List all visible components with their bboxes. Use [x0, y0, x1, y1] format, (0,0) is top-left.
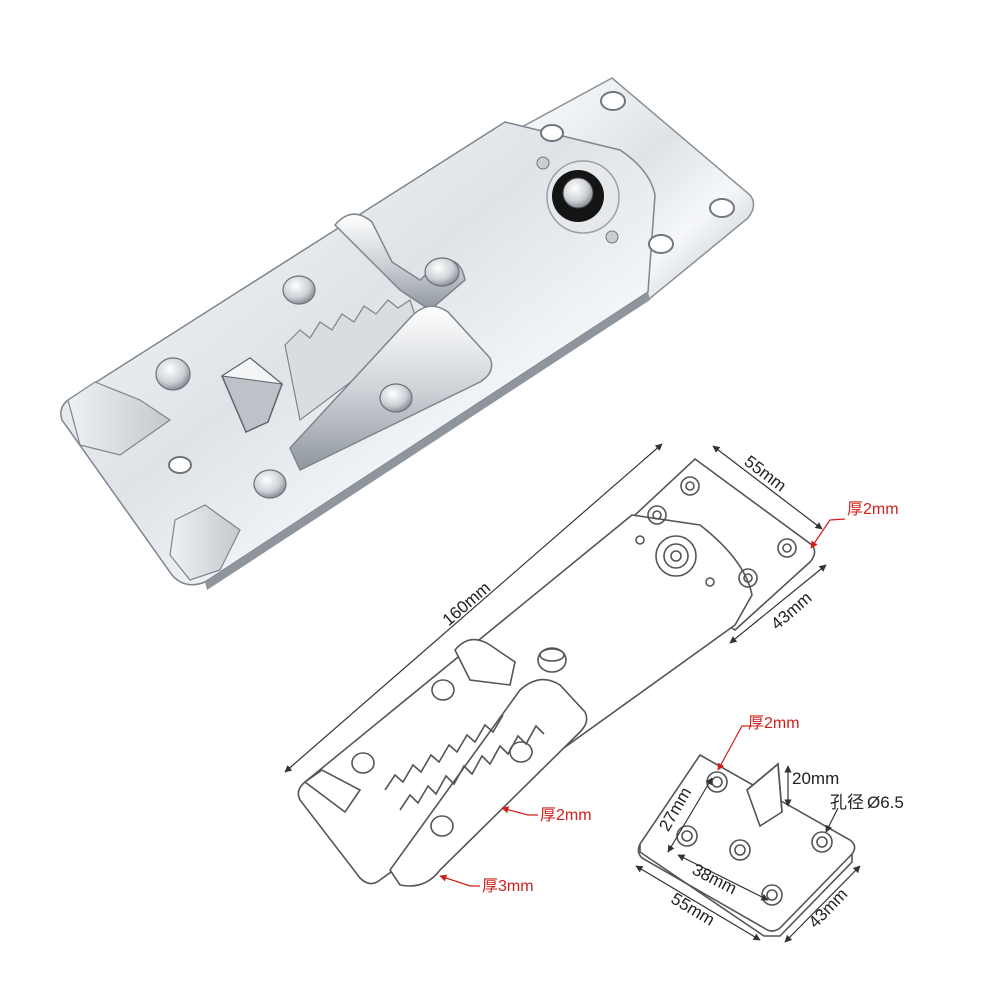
thickness-callouts [439, 518, 846, 887]
small-thickness: 厚2mm [748, 715, 800, 732]
dim-line-length [284, 443, 663, 773]
callout-tip-thickness: 厚3mm [482, 878, 534, 895]
small-plate-dimensions [635, 765, 861, 943]
drawing-tip-left [303, 769, 362, 814]
photo-hook-tip-bottom [169, 504, 241, 581]
small-spike-height: 20mm [792, 769, 839, 788]
callout-hook-thickness: 厚2mm [540, 807, 592, 824]
small-hole-diameter: Ø6.5 [867, 793, 904, 812]
pivot-rivet [536, 156, 620, 244]
photo-holes [168, 91, 735, 474]
small-hole-label: 孔径 [830, 793, 864, 812]
dim-length: 160mm [439, 578, 494, 630]
photo-hook-tip-left [67, 381, 172, 456]
dim-top-width: 55mm [741, 452, 790, 496]
dim-line-top-height [729, 564, 827, 644]
photo-bolts [155, 257, 460, 499]
callout-top-thickness: 厚2mm [847, 501, 899, 518]
dim-line-top-width [712, 445, 823, 530]
dimension-lines [284, 443, 827, 773]
